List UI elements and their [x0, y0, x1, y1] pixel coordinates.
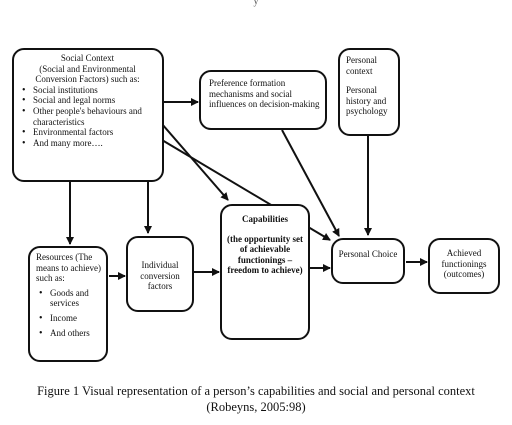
list-item: Goods and services: [39, 288, 103, 309]
preference-box: Preference formation mechanisms and soci…: [199, 70, 327, 130]
personal-context-label: Personal context: [346, 55, 377, 76]
personal-context-box: Personal context Personal history and ps…: [338, 48, 400, 136]
social-context-title: Social Context: [60, 53, 115, 63]
individual-conversion-text: Individual conversion factors: [140, 260, 180, 292]
list-item: And many more….: [22, 138, 156, 149]
social-context-list: Social institutions Social and legal nor…: [19, 85, 156, 149]
list-item: Social and legal norms: [22, 95, 156, 106]
list-item: And others: [39, 328, 103, 339]
arrow-social-to-capabilities-upper: [161, 123, 229, 201]
social-context-box: Social Context (Social and Environmental…: [12, 48, 164, 182]
achieved-functionings-box: Achieved functionings (outcomes): [428, 238, 500, 294]
capabilities-text: (the opportunity set of achievable funct…: [227, 233, 303, 276]
list-item: Income: [39, 313, 103, 324]
personal-choice-text: Personal Choice: [338, 249, 398, 259]
figure-citation: (Robeyns, 2005:98): [206, 400, 306, 414]
personal-choice-box: Personal Choice: [331, 238, 405, 284]
list-item: Other people's behaviours and characteri…: [22, 106, 156, 127]
arrow-preference-to-choice: [281, 129, 340, 237]
list-item: Environmental factors: [22, 127, 156, 138]
top-text-fragment: y: [253, 0, 259, 7]
capabilities-box: Capabilities (the opportunity set of ach…: [220, 204, 310, 340]
figure-caption: Figure 1 Visual representation of a pers…: [37, 384, 475, 398]
preference-text: Preference formation mechanisms and soci…: [209, 78, 320, 110]
list-item: Social institutions: [22, 85, 156, 96]
personal-history-label: Personal history and psychology: [346, 85, 388, 117]
resources-box: Resources (The means to achieve) such as…: [28, 246, 108, 362]
resources-text: Resources (The means to achieve) such as…: [36, 252, 101, 284]
social-context-subtitle: (Social and Environmental Conversion Fac…: [35, 63, 140, 85]
individual-conversion-box: Individual conversion factors: [126, 236, 194, 312]
resources-list: Goods and services Income And others: [36, 288, 103, 339]
capabilities-title: Capabilities: [241, 214, 288, 224]
achieved-functionings-text: Achieved functionings (outcomes): [441, 248, 487, 280]
